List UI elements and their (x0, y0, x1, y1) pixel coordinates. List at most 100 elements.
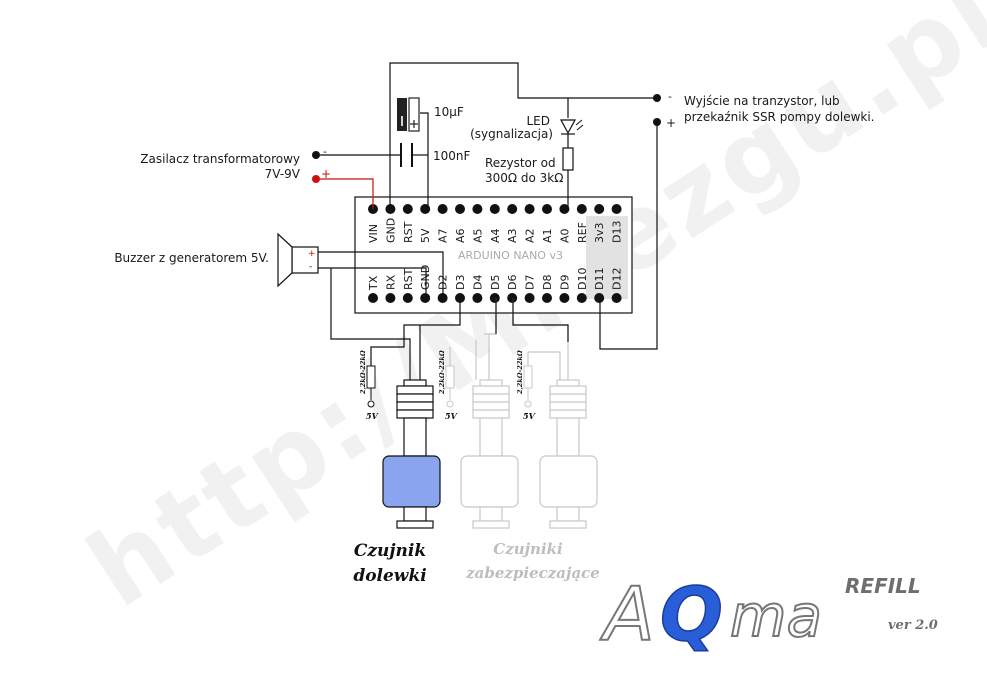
bottom-pin-d7 (524, 293, 535, 303)
bottom-pin-label-d7: D7 (524, 275, 537, 290)
supply-plus-terminal (312, 175, 320, 183)
ceramic-capacitor (400, 143, 413, 167)
pullup-resistor-label-3: 2,2kΩ-22kΩ (516, 350, 524, 395)
output-plus-sign: + (666, 116, 676, 130)
pullup-resistor-safety-1 (445, 365, 455, 408)
logo-product: REFILL (845, 574, 921, 598)
cap-ceramic-label: 100nF (433, 149, 471, 163)
bottom-pin-d6 (507, 293, 518, 303)
top-pin-label-d13: D13 (611, 221, 624, 243)
logo-version: ver 2.0 (888, 618, 938, 633)
supply-minus-terminal (312, 151, 320, 159)
top-pin-label-3v3: 3v3 (593, 222, 606, 243)
top-pin-label-a0: A0 (558, 228, 571, 243)
bottom-pin-label-d11: D11 (593, 268, 606, 290)
led-resistor (562, 147, 574, 171)
bottom-pin-label-d8: D8 (541, 275, 554, 290)
power-supply-label-2: 7V-9V (265, 167, 301, 181)
top-pin-rst (402, 204, 413, 214)
output-minus-terminal (653, 94, 661, 102)
float-sensor-main (382, 379, 441, 529)
top-pin-ref (576, 204, 587, 214)
top-pin-label-a3: A3 (506, 228, 519, 243)
top-pin-a4 (489, 204, 500, 214)
led-symbol (559, 119, 584, 209)
top-pin-a0 (559, 204, 570, 214)
bottom-pin-d4 (472, 293, 483, 303)
resistor-label-1: Rezystor od (485, 156, 556, 170)
pullup-voltage-2: 5V (445, 411, 458, 421)
aqma-logo: A Q ma REFILL ver 2.0 (599, 571, 938, 659)
electrolytic-capacitor (397, 97, 420, 132)
bottom-pin-label-d3: D3 (454, 275, 467, 290)
watermark: http://Mr-ezgu.pl (67, 0, 987, 631)
bottom-pin-d5 (489, 293, 500, 303)
top-pin-a7 (437, 204, 448, 214)
bottom-pin-label-d10: D10 (576, 268, 589, 290)
top-pin-label-rst: RST (402, 221, 415, 243)
svg-text:+: + (308, 249, 316, 259)
bottom-pin-d11 (594, 293, 605, 303)
led-label-2: (sygnalizacja) (470, 127, 553, 141)
top-pin-label-ref: REF (576, 222, 589, 243)
top-pin-label-a1: A1 (541, 228, 554, 243)
bottom-pin-label-d9: D9 (558, 275, 571, 290)
main-sensor-label-2: dolewki (353, 566, 426, 586)
top-pin-a2 (524, 204, 535, 214)
bottom-pin-label-d5: D5 (489, 275, 502, 290)
bottom-pin-label-d12: D12 (611, 268, 624, 290)
supply-minus-sign: - (323, 145, 327, 158)
top-pin-a6 (455, 204, 465, 214)
main-sensor-label-1: Czujnik (354, 541, 426, 561)
top-pin-5v (420, 204, 431, 214)
top-pin-a1 (542, 204, 552, 214)
power-wiring (316, 62, 657, 209)
float-sensor-safety-2 (539, 379, 598, 529)
bottom-pin-tx (368, 293, 378, 303)
top-pin-label-a7: A7 (437, 228, 450, 243)
bottom-pin-label-rst: RST (402, 268, 415, 290)
pullup-resistor-main (366, 365, 376, 408)
buzzer-symbol: + - (277, 232, 444, 298)
bottom-pin-d9 (559, 293, 570, 303)
top-pin-label-vin: VIN (367, 224, 380, 243)
svg-text:-: - (309, 262, 312, 272)
output-minus-sign: - (668, 90, 672, 103)
pullup-voltage-1: 5V (366, 411, 379, 421)
pullup-voltage-3: 5V (523, 411, 536, 421)
bottom-pin-gnd (420, 293, 431, 303)
float-sensor-safety-1 (460, 379, 519, 529)
top-pin-label-gnd: GND (384, 218, 397, 243)
bottom-pin-label-d6: D6 (506, 275, 519, 290)
led-label-1: LED (526, 114, 550, 128)
pullup-resistor-safety-2 (523, 365, 533, 408)
safety-sensor-label-1: Czujniki (493, 540, 563, 558)
bottom-pin-label-d4: D4 (471, 275, 484, 290)
sensor-wiring (330, 268, 569, 380)
buzzer-label: Buzzer z generatorem 5V. (114, 251, 269, 265)
top-pin-label-a4: A4 (489, 228, 502, 243)
output-wire (599, 122, 658, 350)
logo-q: Q (660, 572, 723, 658)
logo-a: A (600, 572, 655, 658)
top-pin-a5 (472, 204, 483, 214)
pullup-resistor-label-2: 2,2kΩ-22kΩ (438, 350, 446, 395)
top-pin-label-a2: A2 (524, 228, 537, 243)
resistor-label-2: 300Ω do 3kΩ (485, 171, 563, 185)
bottom-pin-d12 (611, 293, 622, 303)
output-label-2: przekaźnik SSR pompy dolewki. (684, 110, 874, 124)
bottom-pin-label-tx: TX (367, 275, 380, 291)
bottom-pin-label-rx: RX (384, 274, 397, 290)
bottom-pin-d8 (542, 293, 552, 303)
top-pin-a3 (507, 204, 518, 214)
power-supply-label-1: Zasilacz transformatorowy (140, 152, 300, 166)
top-pin-label-a5: A5 (471, 228, 484, 243)
output-label-1: Wyjście na tranzystor, lub (684, 94, 840, 108)
top-pin-3v3 (594, 204, 605, 214)
safety-sensor-label-2: zabezpieczające (465, 564, 600, 582)
bottom-pin-rx (385, 293, 396, 303)
